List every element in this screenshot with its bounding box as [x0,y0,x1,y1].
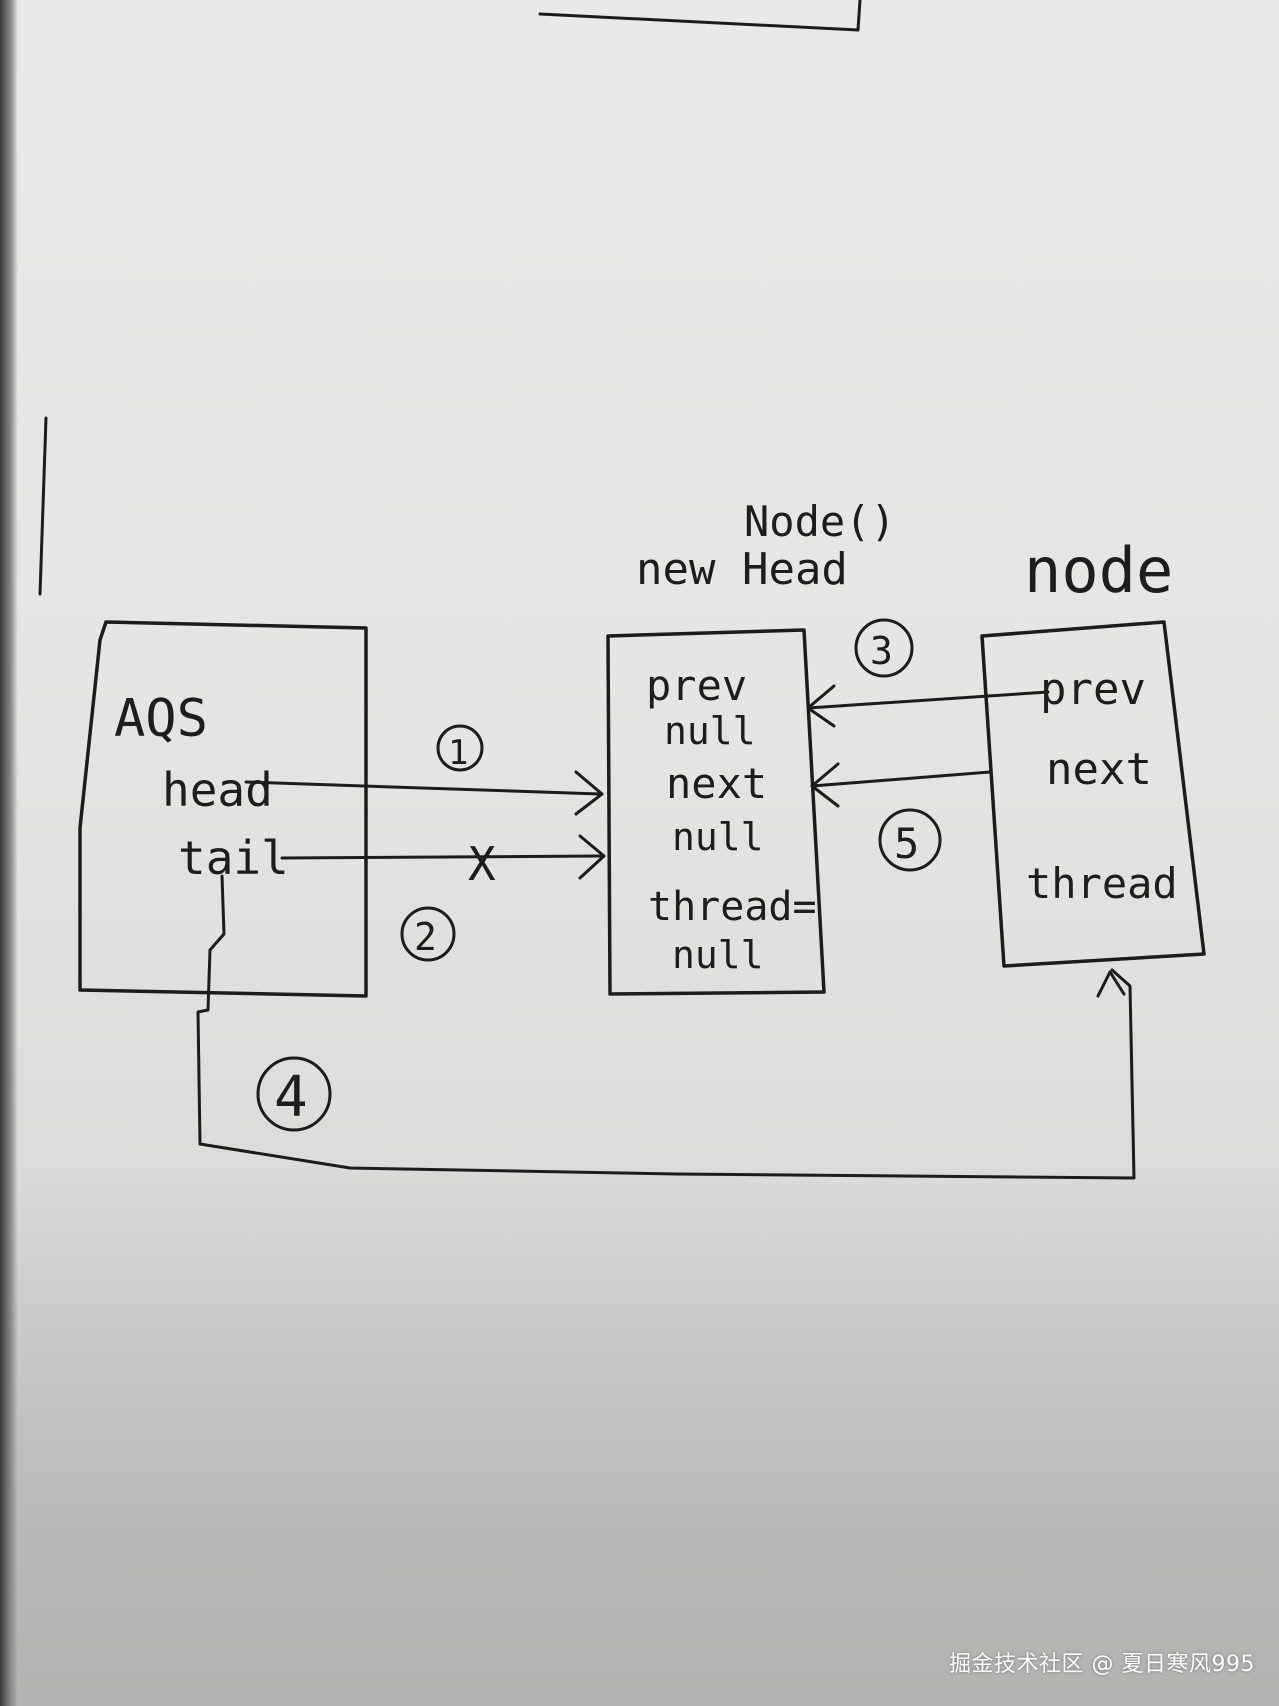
step-5-label: 5 [894,819,919,868]
node-caption: node [1024,534,1173,607]
new-head-prev-label: prev [646,661,747,710]
step-1-label: 1 [448,733,468,773]
arrow-node-prev-to-new-head [806,690,1050,710]
watermark: 掘金技术社区 @ 夏日寒风995 [949,1652,1255,1677]
aqs-head-label: head [162,763,273,817]
aqs-box [78,620,368,998]
arrow-node-prev-to-new-head-tip [806,684,836,728]
new-head-thread-value: null [672,933,764,977]
new-head-box [606,628,826,996]
new-head-thread-label: thread= [648,884,817,930]
arrow-tail-to-node-tip [1096,970,1126,998]
node-prev-label: prev [1040,664,1146,715]
step-2-label: 2 [414,915,437,959]
page-edge-shadow [0,0,18,1706]
step-4-circle [256,1056,332,1132]
arrow-node-to-new-head-next-tip [810,762,840,808]
arrow-node-to-new-head-next [810,770,992,788]
aqs-title: AQS [114,689,208,749]
node-thread-label: thread [1026,859,1178,908]
step-1-circle [436,724,484,772]
step-4-label: 4 [274,1065,308,1130]
new-head-next-label: next [666,759,767,808]
new-head-next-value: null [672,815,764,859]
node-next-label: next [1046,744,1152,795]
step-5-circle [878,808,942,872]
arrow-tail-to-new-head [280,854,604,860]
new-head-prev-value: null [664,709,756,753]
top-box-edge [538,0,862,32]
arrow-head-to-new-head [244,780,602,796]
arrow-tail-to-new-head-tip [578,834,606,880]
new-head-caption: new Head [636,544,848,595]
step-3-label: 3 [870,629,893,673]
step-2-circle [400,906,456,962]
arrow-cross-mark: X [468,837,496,891]
margin-line [38,416,48,596]
aqs-tail-label: tail [178,831,289,885]
arrow-head-to-new-head-tip [574,770,604,816]
new-head-caption-top: Node() [744,497,896,546]
arrow-tail-to-node [196,874,1136,1180]
step-3-circle [854,618,914,678]
node-box [980,620,1206,968]
